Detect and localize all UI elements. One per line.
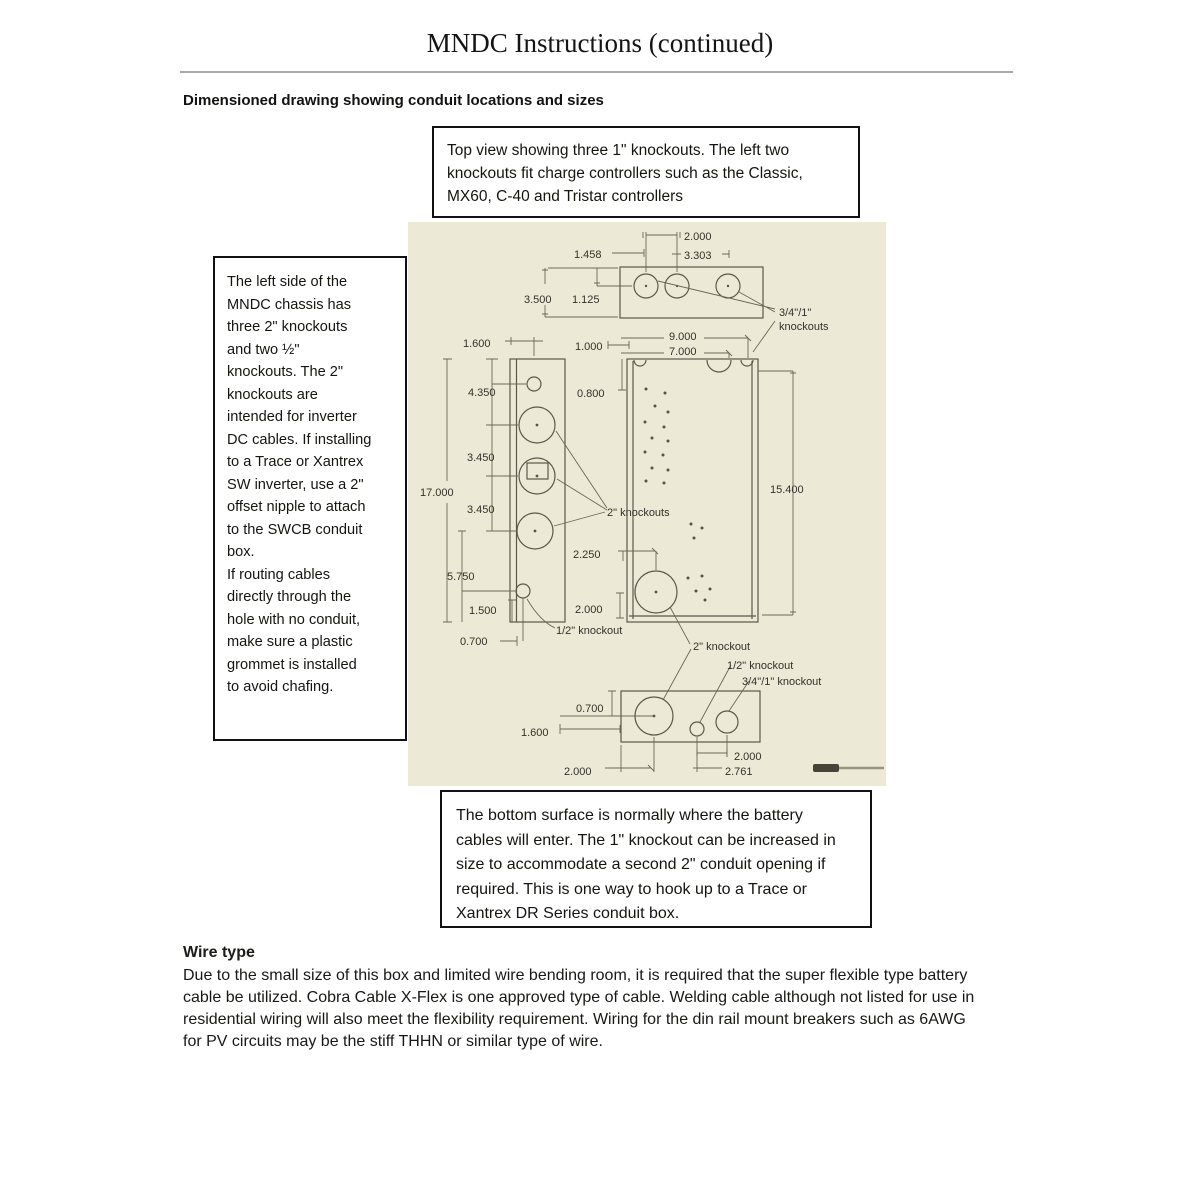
din-rail-cutout xyxy=(526,462,549,480)
top-knockout-arc-left xyxy=(633,359,647,367)
dim-label: 2.000 xyxy=(734,751,762,763)
top-knockout-arc-right xyxy=(740,359,754,367)
dimensioned-drawing-panel: 2.000 1.458 3.303 3.500 1.125 9.000 7.000 3/4"/… xyxy=(408,222,886,786)
dim-label: 0.700 xyxy=(460,636,488,648)
dim-label: 17.000 xyxy=(420,487,454,499)
wire-type-heading: Wire type xyxy=(183,944,255,961)
dim-label: 1/2" knockout xyxy=(556,625,622,637)
dim-label: 2.000 xyxy=(575,604,603,616)
top-view-note: Top view showing three 1" knockouts. The… xyxy=(432,126,860,218)
dim-label: 5.750 xyxy=(447,571,475,583)
top-knockout-arc-center xyxy=(706,359,732,373)
dim-label: 2.000 xyxy=(564,766,592,778)
dim-label: 3.450 xyxy=(467,504,495,516)
dim-label: 2" knockouts xyxy=(607,507,670,519)
dim-label: 3/4"/1" xyxy=(779,307,811,319)
dim-label: 3.450 xyxy=(467,452,495,464)
dim-label: 3.303 xyxy=(684,250,712,262)
dim-label: 1.125 xyxy=(572,294,600,306)
top-view xyxy=(542,232,776,358)
vent-holes xyxy=(643,387,712,602)
dim-label: 1.000 xyxy=(575,341,603,353)
dim-label: 3/4"/1" knockout xyxy=(742,676,821,688)
bottom-surface-note: The bottom surface is normally where the… xyxy=(440,790,872,928)
dim-label: 1.458 xyxy=(574,249,602,261)
dim-label: 2" knockout xyxy=(693,641,750,653)
dim-label: 1.600 xyxy=(521,727,549,739)
page-title: MNDC Instructions (continued) xyxy=(426,28,774,58)
dim-label: 2.761 xyxy=(725,766,753,778)
dim-label: 1.500 xyxy=(469,605,497,617)
dim-label: 4.350 xyxy=(468,387,496,399)
dim-label: 0.800 xyxy=(577,388,605,400)
dim-label: 15.400 xyxy=(770,484,804,496)
wire-type-body: Due to the small size of this box and li… xyxy=(183,967,975,1050)
dim-label: 0.700 xyxy=(576,703,604,715)
dim-label: 9.000 xyxy=(669,331,697,343)
dim-label: knockouts xyxy=(779,321,829,333)
section-heading: Dimensioned drawing showing conduit loca… xyxy=(183,92,604,109)
dimension-annotations: 2.000 1.458 3.303 3.500 1.125 9.000 7.000 3/4"/… xyxy=(420,231,829,778)
dim-label: 7.000 xyxy=(669,346,697,358)
left-side-note: The left side of the MNDC chassis has th… xyxy=(213,256,407,741)
title-divider xyxy=(180,71,1013,73)
dim-label: 2.000 xyxy=(684,231,712,243)
dim-label: 1.600 xyxy=(463,338,491,350)
left-side-view xyxy=(443,337,566,646)
front-view xyxy=(526,341,796,629)
dim-label: 1/2" knockout xyxy=(727,660,793,672)
stamp-mark xyxy=(813,764,884,772)
dim-label: 3.500 xyxy=(524,294,552,306)
bottom-view xyxy=(559,606,761,772)
conduit-dimension-diagram: 2.000 1.458 3.303 3.500 1.125 9.000 7.000 3/4"/… xyxy=(420,231,884,778)
dim-label: 2.250 xyxy=(573,549,601,561)
